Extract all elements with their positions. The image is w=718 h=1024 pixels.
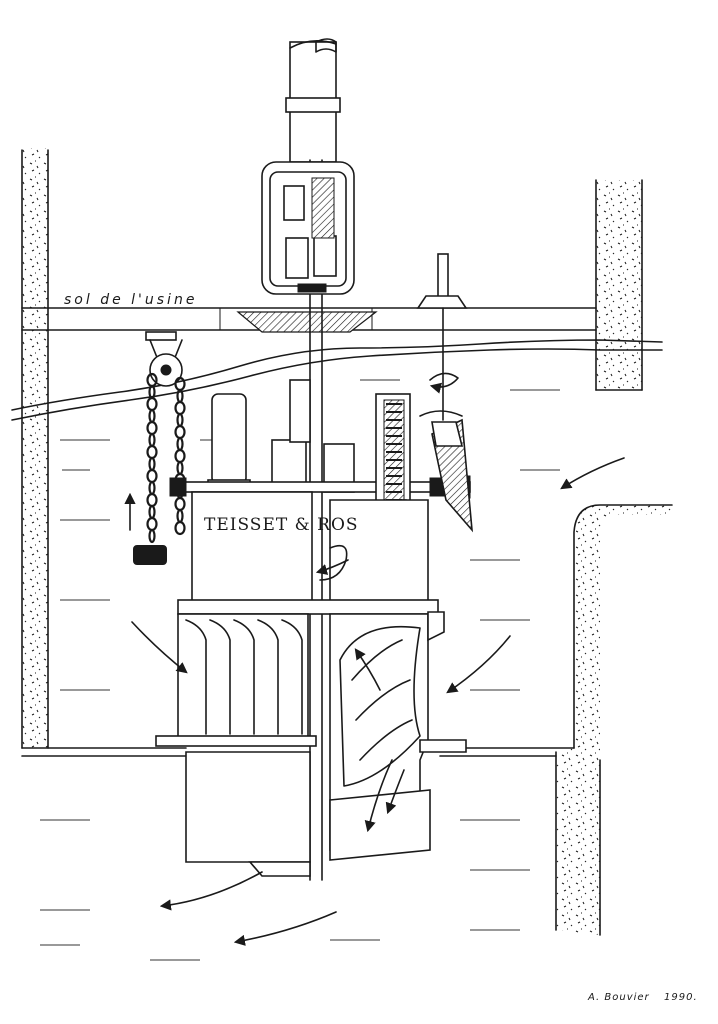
- factory-floor-label: sol de l'usine: [64, 292, 197, 308]
- shaft-coupling-housing: [261, 161, 355, 295]
- chain-link: [174, 424, 186, 440]
- bevel-gear: [419, 410, 474, 533]
- guide-vane: [257, 619, 279, 735]
- chain-link: [148, 456, 156, 472]
- chain-link: [148, 432, 156, 448]
- regulator-spindle: [416, 253, 468, 421]
- left-masonry-wall: [21, 148, 49, 749]
- chain-link: [146, 468, 158, 484]
- guide-vane: [209, 619, 231, 735]
- chain-link: [176, 460, 184, 476]
- chain-link: [174, 448, 186, 464]
- runner-and-draft-tube: [185, 611, 467, 877]
- signature-name: A. Bouvier: [587, 992, 650, 1003]
- chain-link: [176, 508, 184, 524]
- right-lower-masonry-channel-wall: [555, 504, 673, 936]
- guide-vane-ring: [155, 613, 317, 747]
- turbine-upper-casing: [177, 491, 439, 615]
- tailrace-water: [21, 747, 575, 961]
- chain-link: [146, 444, 158, 460]
- chain-link: [146, 420, 158, 436]
- chain-link: [146, 492, 158, 508]
- chain-link: [174, 400, 186, 416]
- chain-link: [148, 504, 156, 520]
- chain-link: [176, 412, 184, 428]
- maker-nameplate: TEISSET & ROS: [204, 515, 359, 535]
- chain-link: [146, 516, 158, 532]
- chain-link: [148, 408, 156, 424]
- signature-year: 1990.: [664, 992, 698, 1003]
- chain-link: [148, 480, 156, 496]
- chain-link: [148, 528, 156, 544]
- chain-link: [146, 396, 158, 412]
- right-upper-masonry-pier: [595, 179, 643, 391]
- flow-arrows: [131, 457, 625, 946]
- chain-link: [176, 436, 184, 452]
- pulley-chain-counterweight: [124, 331, 186, 565]
- factory-floor-slab: [21, 307, 597, 333]
- chain-link: [174, 520, 186, 536]
- governor-cylinder: [207, 379, 355, 493]
- guide-vane: [185, 619, 207, 735]
- chain-link: [174, 376, 186, 392]
- guide-vane: [281, 619, 303, 735]
- chain-link: [174, 496, 186, 512]
- guide-vane: [233, 619, 255, 735]
